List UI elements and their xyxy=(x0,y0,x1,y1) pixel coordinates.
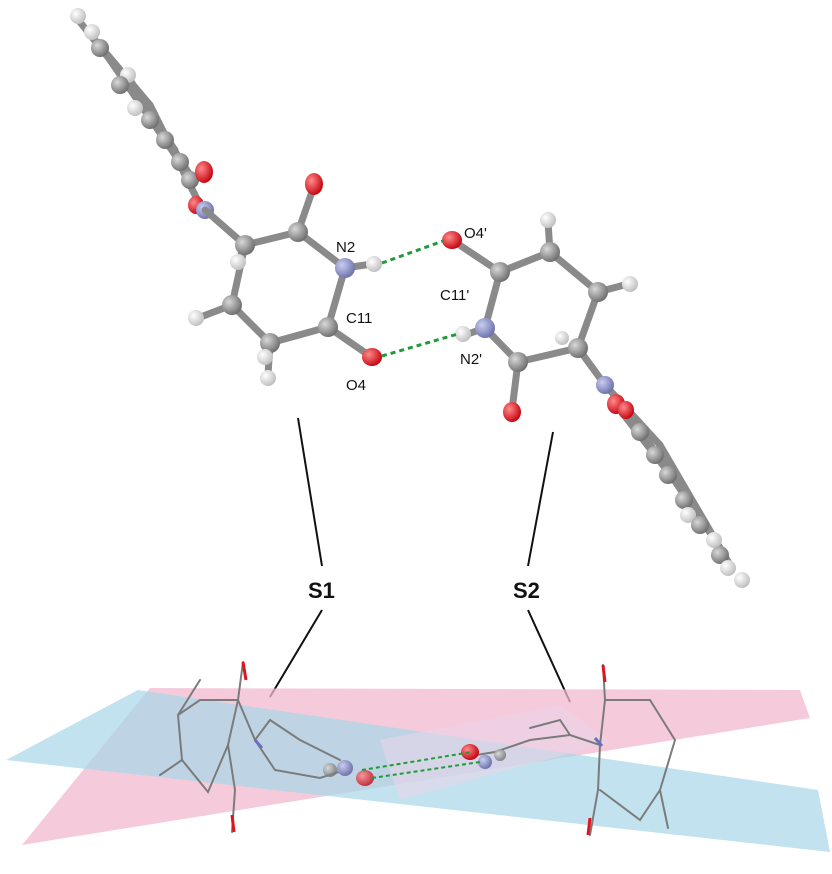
label-n2p: N2' xyxy=(460,351,482,368)
molecule-1 xyxy=(70,8,382,386)
oxygen-atom-o4 xyxy=(362,348,382,366)
hydrogen-atom xyxy=(70,8,86,24)
hydrogen-bond-n2-o4p xyxy=(381,239,444,265)
carbon-atom xyxy=(540,242,560,262)
oxygen-atom xyxy=(618,401,634,419)
hydrogen-atom xyxy=(720,560,736,576)
carbon-atom xyxy=(156,131,174,149)
oxygen-atom xyxy=(305,173,323,195)
carbon-atom xyxy=(659,466,677,484)
hydrogen-atom xyxy=(188,310,204,326)
phthalimide-ring-2 xyxy=(596,376,750,588)
oxygen-atom xyxy=(503,402,521,422)
label-o4: O4 xyxy=(346,377,366,394)
carbon-atom xyxy=(323,763,337,777)
hydrogen-bond-lower-1 xyxy=(361,751,473,771)
carbon-atom-c11 xyxy=(318,317,338,337)
leader-s1-bottom xyxy=(269,609,323,698)
carbon-atom xyxy=(171,153,189,171)
hydrogen-atom xyxy=(84,24,100,40)
oxygen-atom xyxy=(356,770,374,786)
hydrogen-atom xyxy=(455,326,471,342)
carbon-atom xyxy=(235,235,255,255)
nitrogen-atom xyxy=(596,376,614,394)
oxygen-atom xyxy=(461,744,479,760)
molecule-2 xyxy=(442,212,750,588)
nitrogen-atom-n2 xyxy=(335,258,355,278)
glutarimide-ring-2 xyxy=(442,212,638,422)
hydrogen-atom xyxy=(555,331,569,345)
hydrogen-atom xyxy=(540,212,556,228)
carbon-atom xyxy=(711,546,729,564)
carbon-atom xyxy=(111,76,129,94)
carbon-atom xyxy=(568,338,588,358)
carbon-atom xyxy=(141,111,159,129)
nitrogen-atom-n2p xyxy=(475,318,495,338)
hydrogen-atom xyxy=(127,100,143,116)
label-s2: S2 xyxy=(513,578,540,603)
hydrogen-bond-o4-n2p xyxy=(381,332,459,358)
phthalimide-ring-1 xyxy=(70,8,214,219)
hydrogen-atom xyxy=(622,276,638,292)
label-o4p: O4' xyxy=(464,225,487,242)
carbon-atom xyxy=(494,749,506,761)
oxygen-atom-o4p xyxy=(442,231,462,249)
hydrogen-atom xyxy=(734,572,750,588)
carbon-atom xyxy=(508,352,528,372)
leader-s2-top xyxy=(527,431,554,567)
carbon-atom xyxy=(260,333,280,353)
carbon-atom xyxy=(181,171,199,189)
carbon-atom xyxy=(222,295,242,315)
carbon-atom xyxy=(691,516,709,534)
hydrogen-atom xyxy=(230,254,246,270)
carbon-atom xyxy=(646,446,664,464)
label-s1: S1 xyxy=(308,578,335,603)
carbon-atom-c11p xyxy=(490,262,510,282)
label-n2: N2 xyxy=(336,239,355,256)
glutarimide-ring-1 xyxy=(188,173,382,386)
oxygen-atom xyxy=(195,161,213,183)
carbon-atom xyxy=(288,222,308,242)
carbon-atom xyxy=(588,282,608,302)
carbon-atom xyxy=(631,423,649,441)
nitrogen-atom xyxy=(337,760,353,776)
carbon-atom xyxy=(91,39,109,57)
label-c11p: C11' xyxy=(440,287,469,304)
hydrogen-atom xyxy=(366,256,382,272)
wireframe-molecule-s1 xyxy=(159,661,374,833)
carbon-atom xyxy=(675,491,693,509)
leader-s1-top xyxy=(297,417,323,567)
nitrogen-atom xyxy=(478,755,492,769)
hydrogen-atom xyxy=(680,507,696,523)
hydrogen-atom xyxy=(706,532,722,548)
hydrogen-atom xyxy=(260,370,276,386)
mean-planes xyxy=(6,688,830,852)
label-c11: C11 xyxy=(346,310,372,327)
leader-s2-bottom xyxy=(527,609,571,703)
wireframe-molecule-s2 xyxy=(461,664,677,836)
hydrogen-atom xyxy=(257,349,273,365)
